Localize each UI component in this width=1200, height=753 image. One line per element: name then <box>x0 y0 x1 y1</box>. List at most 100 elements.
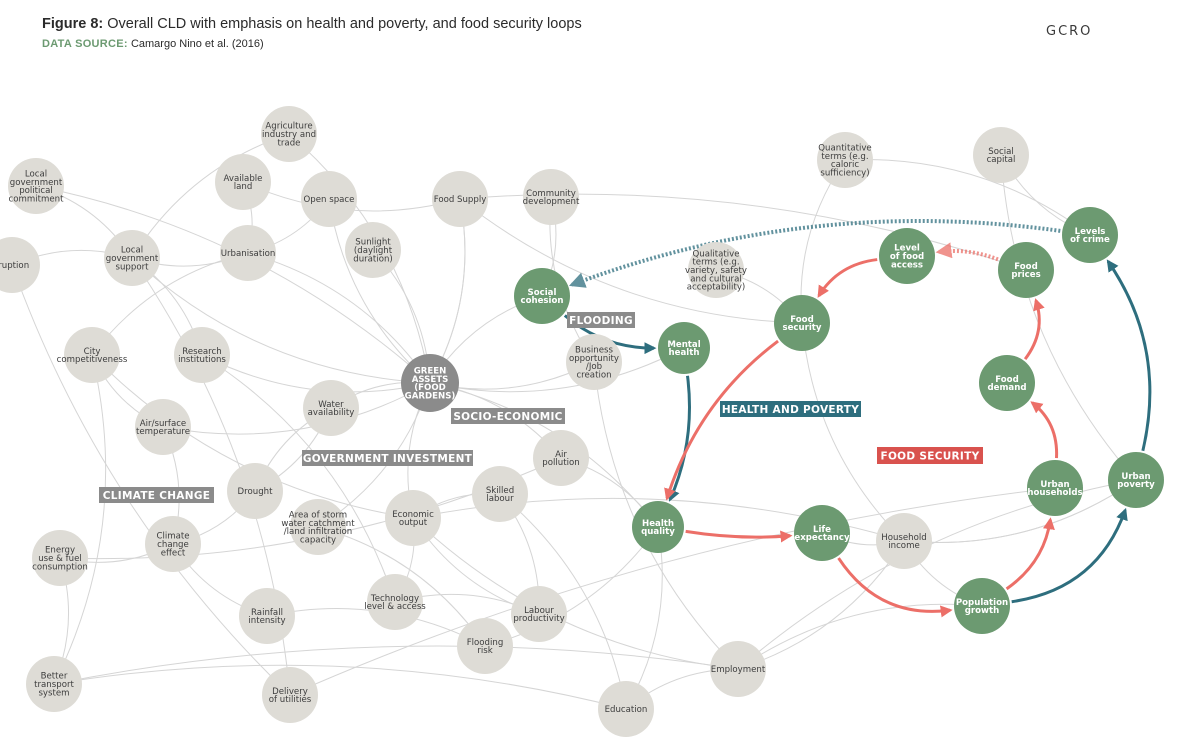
node-energy-use-label: consumption <box>32 562 88 572</box>
background-connection <box>91 354 414 519</box>
background-connection <box>247 252 431 384</box>
node-household-income-circle <box>876 513 932 569</box>
node-air-pollution-circle <box>533 430 589 486</box>
loop-link-life-expectancy-to-population-growth <box>837 557 953 618</box>
background-connection <box>484 526 659 647</box>
node-community-dev-label: development <box>523 197 580 207</box>
node-storm-water-label: /land infiltration <box>284 527 352 537</box>
node-drought: Drought <box>227 463 283 519</box>
node-levels-crime-label: of crime <box>1070 235 1110 245</box>
node-level-food-access-label: access <box>891 260 923 270</box>
node-urban-poverty-label: poverty <box>1117 480 1155 490</box>
node-labour-productivity-label: Labour <box>524 606 554 616</box>
figure-title-text: Overall CLD with emphasis on health and … <box>107 16 582 32</box>
node-labour-productivity-label: productivity <box>513 614 564 624</box>
node-agriculture-label: Agriculture <box>265 122 312 132</box>
loop-link-health-quality-to-life-expectancy <box>685 529 793 543</box>
node-delivery-utilities-circle <box>262 667 318 723</box>
node-business-label: Business <box>575 346 613 356</box>
node-health-quality-label: Health <box>642 519 674 529</box>
node-technology-label: level & access <box>364 602 426 612</box>
tag-climate-change-label: CLIMATE CHANGE <box>103 490 210 502</box>
node-skilled-labour-circle <box>472 466 528 522</box>
node-population-growth-label: growth <box>965 606 999 616</box>
node-quantitative-label: caloric <box>831 160 860 170</box>
tag-food-security: FOOD SECURITY <box>877 447 983 464</box>
tag-food-security-background <box>877 447 983 464</box>
tag-climate-change: CLIMATE CHANGE <box>99 487 214 503</box>
background-connection <box>289 487 1056 696</box>
node-flooding-risk-label: Flooding <box>467 638 504 648</box>
loop-link-population-growth-to-urban-poverty <box>1011 507 1128 604</box>
tag-health-poverty-label: HEALTH AND POVERTY <box>722 404 859 416</box>
node-green-assets-label: (FOOD <box>414 383 446 393</box>
node-agriculture-label: industry and <box>262 130 316 140</box>
node-food-supply-label: Food Supply <box>434 195 487 205</box>
node-local-govt-support-circle <box>104 230 160 286</box>
loop-link-population-growth-to-urban-households <box>1005 517 1055 591</box>
loop-link-food-prices-to-level-food-access <box>935 242 999 262</box>
node-mental-health-label: health <box>669 348 700 358</box>
node-rainfall-label: Rainfall <box>251 608 283 618</box>
node-air-surface-temp-label: temperature <box>136 427 190 437</box>
node-local-govt-commit-label: government <box>10 178 63 188</box>
node-agriculture-label: trade <box>278 138 301 148</box>
node-city-competitiveness-label: City <box>84 347 101 357</box>
node-levels-crime-circle <box>1062 207 1118 263</box>
node-air-surface-temp-label: Air/surface <box>140 419 186 429</box>
node-levels-crime-label: Levels <box>1075 227 1106 237</box>
node-technology-circle <box>367 574 423 630</box>
gcro-logo: GCRO <box>1046 24 1093 39</box>
loop-link-levels-crime-to-social-cohesion <box>568 219 1061 288</box>
tag-flooding-label: FLOODING <box>569 315 633 327</box>
node-local-govt-commit-label: Local <box>25 170 47 180</box>
node-employment-label: Employment <box>711 665 766 675</box>
node-energy-use-label: Energy <box>45 546 75 556</box>
node-city-competitiveness-label: competitiveness <box>57 355 128 365</box>
node-local-govt-commit-circle <box>8 158 64 214</box>
node-level-food-access-circle <box>879 228 935 284</box>
loop-link-urban-households-to-food-demand <box>1030 401 1059 459</box>
node-urbanisation-circle <box>220 225 276 281</box>
tag-climate-change-background <box>99 487 214 503</box>
node-corruption-label: rruption <box>0 261 29 271</box>
node-sunlight-label: duration) <box>353 254 393 264</box>
node-rainfall-label: intensity <box>248 616 285 626</box>
node-skilled-labour-label: Skilled <box>486 486 514 496</box>
tag-government-investment: GOVERNMENT INVESTMENT <box>302 450 473 466</box>
node-qualitative-label: Qualitative <box>692 249 739 259</box>
node-local-govt-support-label: Local <box>121 246 143 256</box>
node-city-competitiveness-circle <box>64 327 120 383</box>
node-business-label: /Job <box>586 362 602 372</box>
node-climate-change-effect-circle <box>145 516 201 572</box>
figure-label: Figure 8: <box>42 16 104 32</box>
node-urban-households-circle <box>1027 460 1083 516</box>
node-storm-water-label: Area of storm <box>289 511 347 521</box>
background-connection <box>53 645 739 685</box>
node-food-prices-circle <box>998 242 1054 298</box>
node-food-demand-circle <box>979 355 1035 411</box>
tag-socio-economic: SOCIO-ECONOMIC <box>451 408 565 424</box>
node-air-pollution-label: pollution <box>542 458 579 468</box>
data-source: DATA SOURCE: Camargo Nino et al. (2016) <box>42 38 582 50</box>
background-connection <box>459 198 803 324</box>
background-connection <box>801 322 905 542</box>
node-green-assets-label: ASSETS <box>412 375 449 385</box>
node-household-income-label: income <box>888 541 919 551</box>
node-corruption-circle <box>0 237 40 293</box>
node-quantitative-label: Quantitative <box>818 144 871 154</box>
